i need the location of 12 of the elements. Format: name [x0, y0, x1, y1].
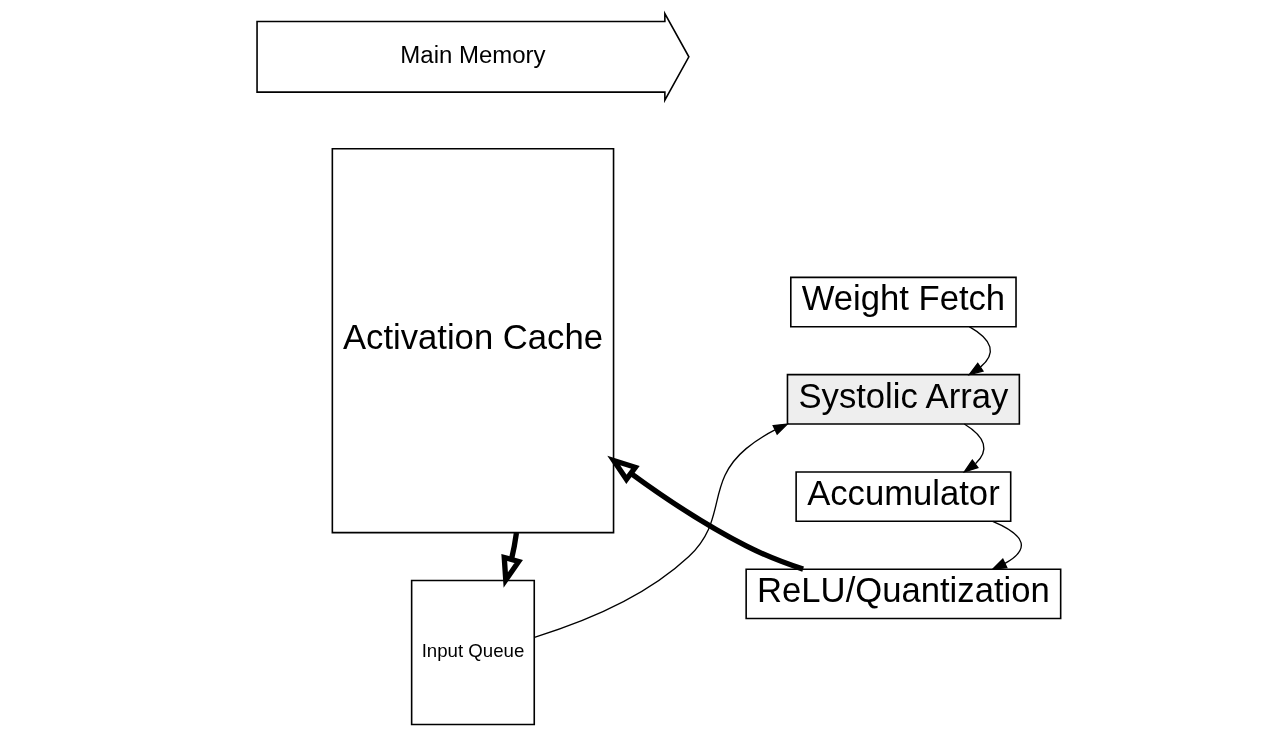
arrow: [607, 455, 804, 572]
arrow: [501, 532, 523, 588]
arrow: [962, 423, 985, 474]
node-box: Systolic Array: [786, 373, 1021, 425]
node-box: Weight Fetch: [790, 276, 1017, 328]
node-box: ReLU/Quantization: [745, 568, 1062, 620]
arrow: [533, 423, 790, 638]
arrow: [967, 326, 992, 376]
arrow: [990, 520, 1022, 571]
node-box: Accumulator: [795, 471, 1012, 523]
node-box: Activation Cache: [331, 147, 615, 534]
node-box: Input Queue: [410, 579, 536, 726]
